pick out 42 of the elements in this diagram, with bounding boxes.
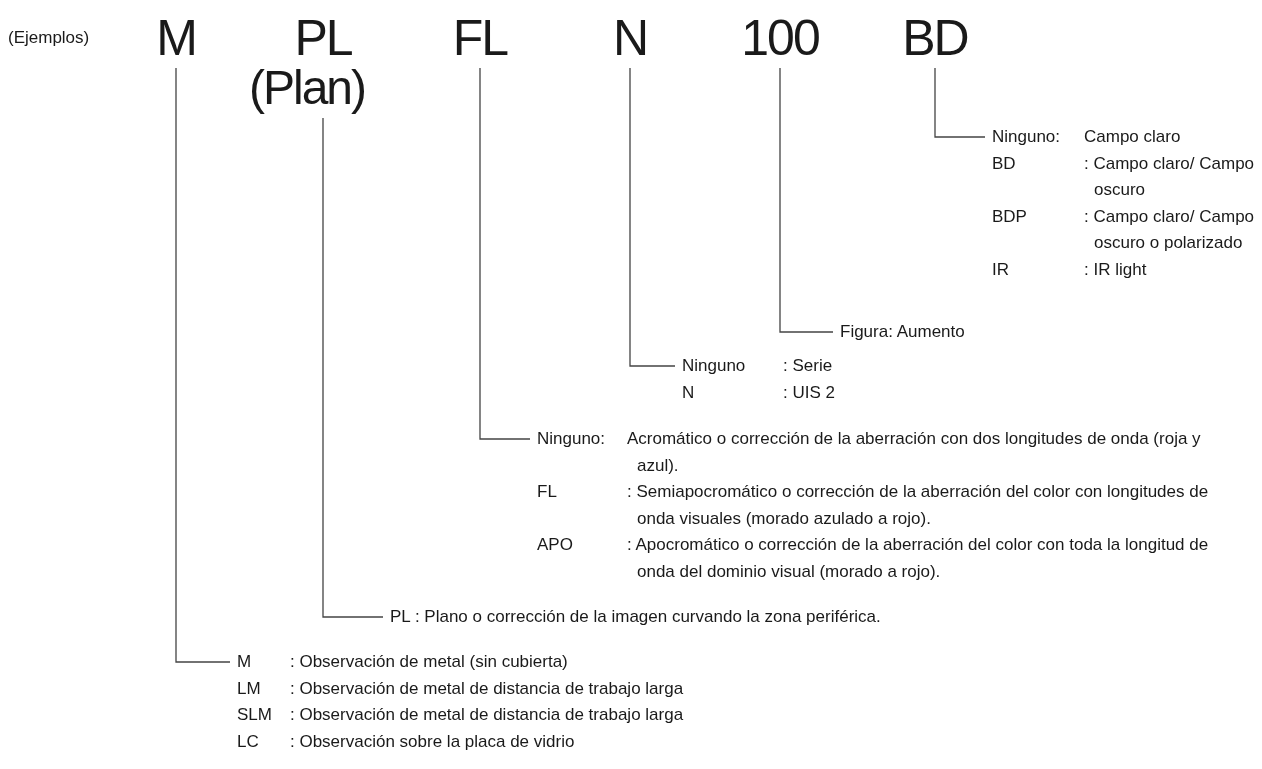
- code-key: LM: [237, 675, 290, 702]
- code-key: LC: [237, 728, 290, 755]
- description-text: : Apocromático o corrección de la aberración del color con toda la longitud de onda del dominio visual (morado a rojo).: [627, 534, 1210, 583]
- leader-line: [629, 67, 676, 367]
- description-text: : Observación sobre la placa de vidrio: [290, 730, 576, 753]
- description-text: : Observación de metal (sin cubierta): [290, 651, 569, 673]
- code-letter: BD: [902, 12, 968, 64]
- leader-line: [175, 67, 231, 663]
- description-text: : Serie: [783, 355, 834, 377]
- code-key: BD: [992, 150, 1084, 204]
- leader-line: [934, 67, 986, 138]
- description-text: PL : Plano o corrección de la imagen curvando la zona periférica.: [383, 604, 881, 631]
- code-key: SLM: [237, 702, 290, 729]
- code-key: BDP: [992, 203, 1084, 257]
- description-text: : UIS 2: [783, 381, 836, 404]
- leader-line: [479, 67, 531, 440]
- code-letter: N: [612, 12, 648, 64]
- description-text: : Semiapocromático o corrección de la aberración del color con longitudes de onda visuales (morado azulado a rojo).: [627, 481, 1210, 530]
- leader-line: [322, 117, 384, 618]
- description-text: : Observación de metal de distancia de trabajo larga: [290, 704, 685, 726]
- description-text: : IR light: [1084, 258, 1148, 281]
- code-letter: M: [156, 12, 196, 64]
- description-text: : Campo claro/ Campo oscuro o polarizado: [1084, 205, 1256, 254]
- code-key: FL: [537, 479, 627, 532]
- code-note: (Plan): [249, 62, 365, 114]
- description-text: : Observación de metal de distancia de trabajo larga: [290, 677, 685, 700]
- leader-line: [779, 67, 834, 333]
- code-key: Ninguno:: [992, 124, 1084, 151]
- description-text: Campo claro: [1084, 126, 1182, 148]
- description-text: : Campo claro/ Campo oscuro: [1084, 152, 1256, 201]
- code-letter: FL: [452, 12, 508, 64]
- code-key: IR: [992, 256, 1084, 283]
- code-key: N: [682, 379, 783, 406]
- code-key: M: [237, 649, 290, 676]
- code-key: Ninguno:: [537, 426, 627, 479]
- description-text: Figura: Aumento: [833, 319, 965, 346]
- code-letter: 100: [741, 12, 819, 64]
- examples-label: (Ejemplos): [8, 27, 90, 49]
- code-key: Ninguno: [682, 353, 783, 380]
- code-letter: PL: [294, 12, 352, 64]
- code-key: APO: [537, 532, 627, 585]
- description-text: Acromático o corrección de la aberración con dos longitudes de onda (roja y azul).: [627, 428, 1202, 477]
